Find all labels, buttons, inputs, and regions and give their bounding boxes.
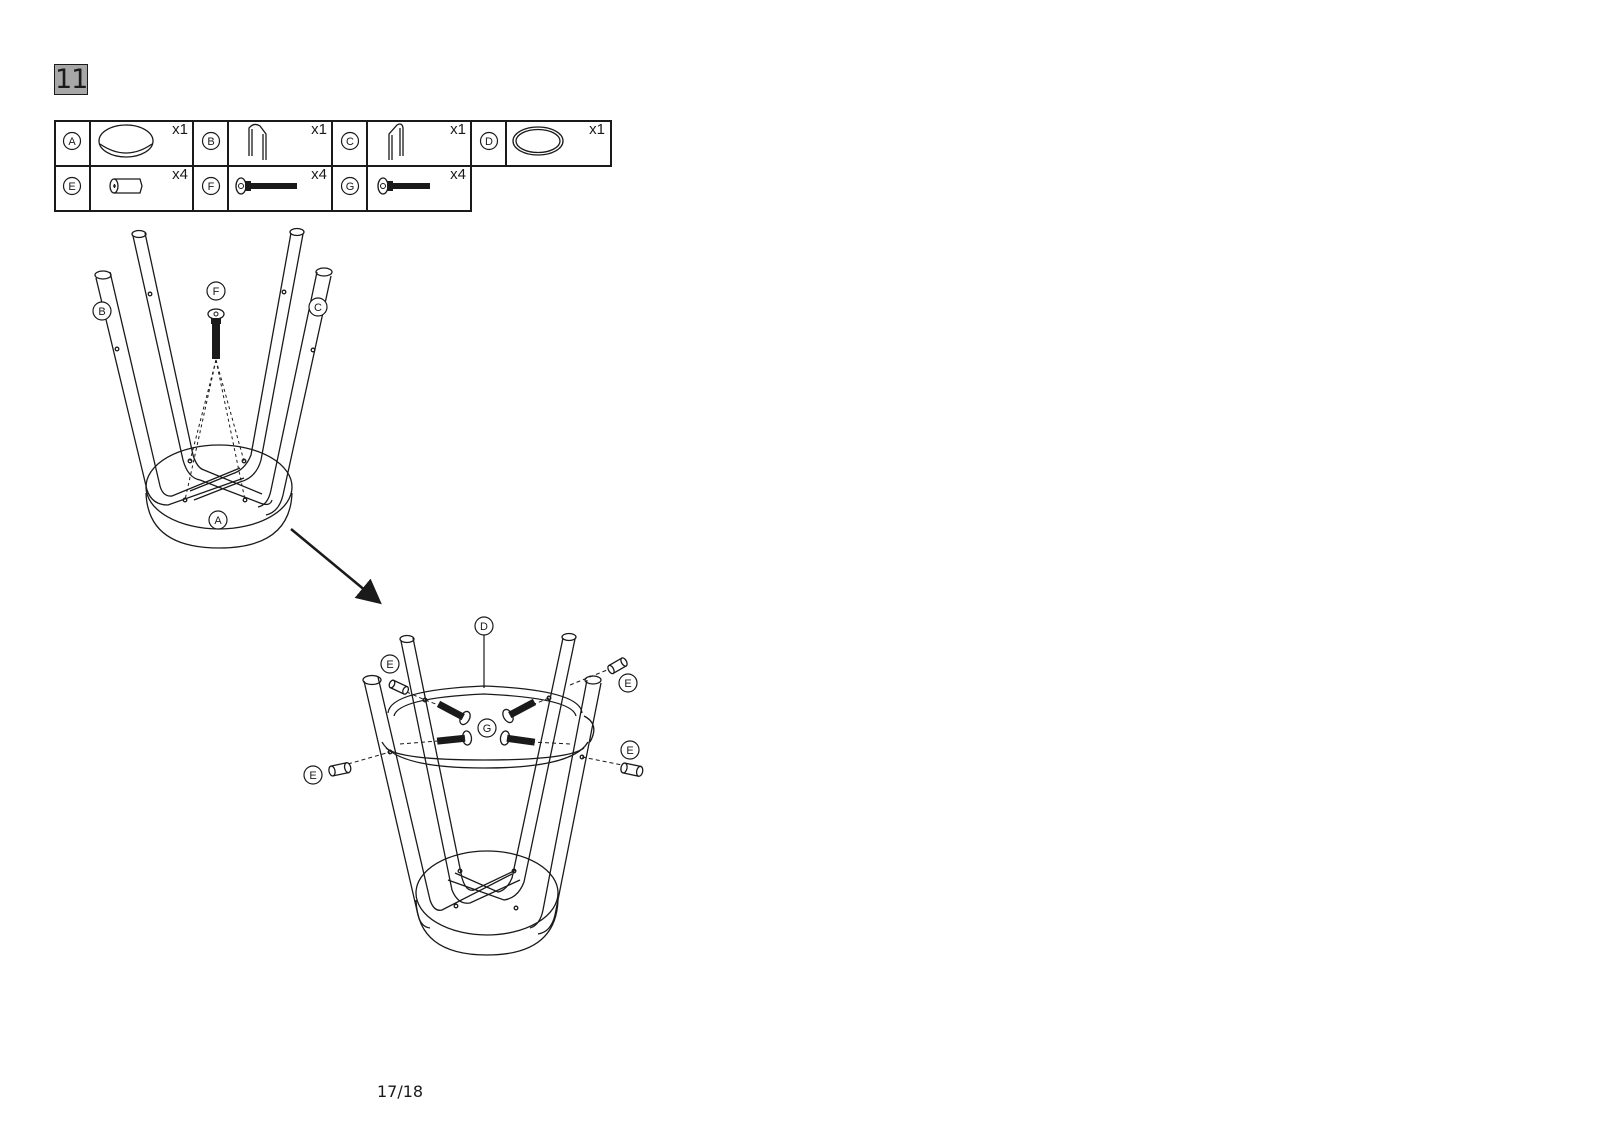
part-qty-d: x1 xyxy=(589,121,605,138)
callout-e-1: E xyxy=(386,659,393,671)
stool-bottom-view xyxy=(362,632,602,956)
part-letter-c: C xyxy=(346,136,354,148)
parts-table: A B C D E F G x1 x1 x1 x1 x4 x4 x4 xyxy=(54,120,612,212)
part-letter-e: E xyxy=(68,181,75,193)
part-qty-e: x4 xyxy=(172,166,188,183)
bolt-g-drawing xyxy=(436,698,537,746)
callout-e-4: E xyxy=(626,745,633,757)
callout-b: B xyxy=(98,306,105,318)
barrel-nut-e-drawing xyxy=(328,657,644,777)
assembly-drawing: B F C A xyxy=(92,227,644,956)
step-arrow xyxy=(290,528,382,605)
part-letter-b: B xyxy=(207,136,214,148)
part-qty-g: x4 xyxy=(450,166,466,183)
callout-g: G xyxy=(483,723,492,735)
part-letter-g: G xyxy=(346,181,355,193)
part-qty-b: x1 xyxy=(311,121,327,138)
part-qty-a: x1 xyxy=(172,121,188,138)
callout-e-3: E xyxy=(309,770,316,782)
leg-frame-c-icon xyxy=(388,123,404,160)
round-seat-icon xyxy=(98,124,154,158)
footrest-ring-icon xyxy=(512,126,564,156)
callout-e-2: E xyxy=(624,678,631,690)
short-bolt-icon xyxy=(377,177,430,195)
part-letter-f: F xyxy=(208,181,215,193)
part-letter-d: D xyxy=(485,136,493,148)
stool-top-view xyxy=(94,227,333,549)
callout-c: C xyxy=(314,302,322,314)
bolt-f-drawing xyxy=(207,308,225,359)
barrel-nut-icon xyxy=(109,178,143,194)
long-bolt-icon xyxy=(235,177,297,195)
step-number: 11 xyxy=(54,64,88,95)
callout-a: A xyxy=(214,515,222,527)
part-qty-f: x4 xyxy=(311,166,327,183)
bolt-f-guide-lines xyxy=(184,359,246,501)
callout-f: F xyxy=(213,286,220,298)
callout-d: D xyxy=(480,621,488,633)
leg-frame-b-icon xyxy=(248,123,267,160)
part-letter-a: A xyxy=(68,136,76,148)
part-qty-c: x1 xyxy=(450,121,466,138)
page-number: 17/18 xyxy=(377,1082,424,1101)
